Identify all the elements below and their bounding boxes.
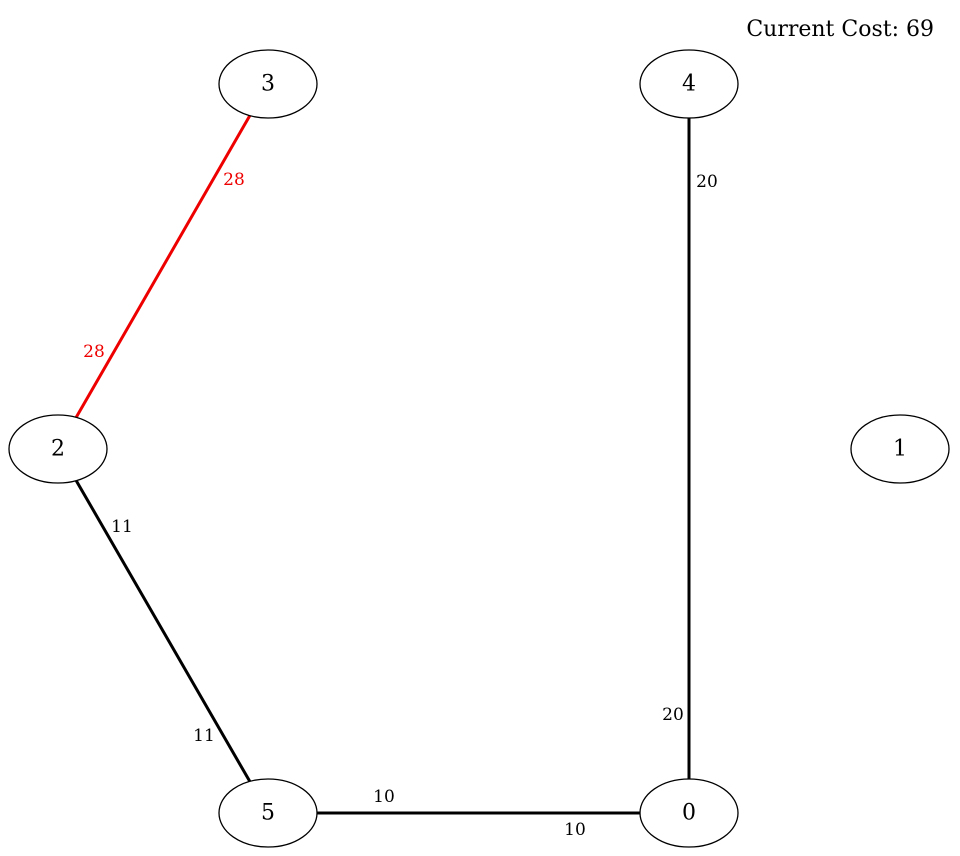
node-ellipse [218,778,318,848]
edge-weight-label: 28 [83,342,105,362]
node-label: 0 [682,801,696,826]
edge-2-3 [74,114,252,419]
edge-weight-label: 10 [373,787,395,807]
edge-weight-label: 11 [193,726,215,746]
nodes-layer: 0 1 2 3 4 5 [8,49,950,848]
node-1: 1 [850,414,950,484]
node-4: 4 [639,49,739,119]
node-2: 2 [8,414,108,484]
node-ellipse [639,49,739,119]
node-ellipse [8,414,108,484]
edge-weight-label: 11 [111,517,133,537]
edge-weight-label: 20 [662,705,684,725]
node-3: 3 [218,49,318,119]
edges-layer: 28 28 20 20 11 11 10 10 [74,114,718,840]
node-ellipse [218,49,318,119]
node-ellipse [639,778,739,848]
node-ellipse [850,414,950,484]
edge-2-5 [74,479,252,783]
node-label: 4 [682,72,696,97]
edge-weight-label: 20 [696,172,718,192]
node-label: 3 [261,72,275,97]
node-0: 0 [639,778,739,848]
node-label: 1 [893,437,907,462]
current-cost-label: Current Cost: 69 [746,17,934,42]
edge-weight-label: 10 [564,820,586,840]
node-label: 2 [51,437,65,462]
edge-weight-label: 28 [223,170,245,190]
node-5: 5 [218,778,318,848]
node-label: 5 [261,801,275,826]
